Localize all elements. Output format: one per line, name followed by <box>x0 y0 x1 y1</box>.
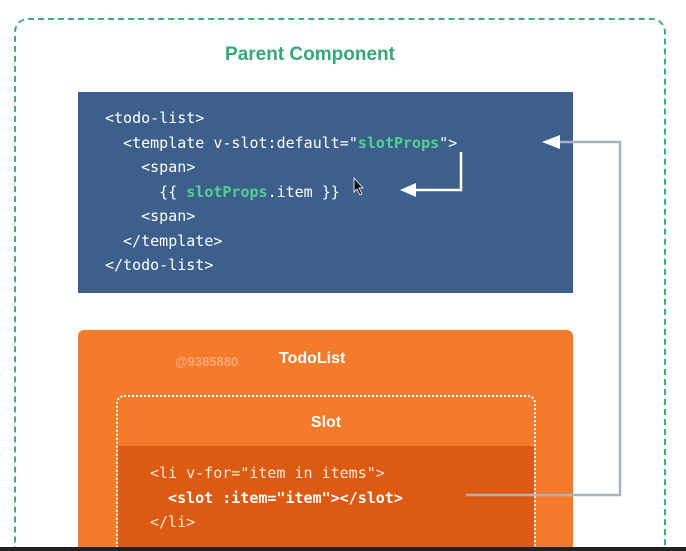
code-line-todo-list-open: <todo-list> <box>105 109 205 127</box>
code-line-li-open: <li v-for="item in items"> <box>150 464 385 482</box>
todolist-title: TodoList <box>279 350 346 367</box>
slot-title: Slot <box>310 414 342 431</box>
code-line-interpolation: {{ slotProps.item }} <box>105 180 573 205</box>
slotprops-highlight: slotProps <box>186 182 268 201</box>
code-text: <template v-slot:default=" <box>105 133 358 152</box>
parent-component-title: Parent Component <box>225 44 395 65</box>
code-line-template-close: </template> <box>105 231 223 250</box>
code-line-todo-list-close: </todo-list> <box>105 256 214 274</box>
slot-frame: Slot <li v-for="item in items"> <slot :i… <box>116 395 536 551</box>
code-line-template-open: <template v-slot:default="slotProps"> <box>105 131 573 156</box>
code-line-li-close: </li> <box>150 513 196 531</box>
code-line-span-close: <span> <box>105 207 196 225</box>
parent-code-block: <todo-list> <template v-slot:default="sl… <box>78 92 573 293</box>
code-text: "> <box>439 133 458 152</box>
code-text: .item }} <box>267 182 340 201</box>
code-line-span-open: <span> <box>105 158 196 176</box>
parent-component-frame <box>14 18 666 551</box>
watermark-text: @9385880 <box>175 354 239 369</box>
code-text: {{ <box>105 182 187 201</box>
bottom-edge-bar <box>0 547 686 551</box>
slot-code-block: <li v-for="item in items"> <slot :item="… <box>118 446 534 551</box>
code-line-slot-element: <slot :item="item"></slot> <box>150 488 403 507</box>
slotprops-highlight: slotProps <box>357 133 440 152</box>
